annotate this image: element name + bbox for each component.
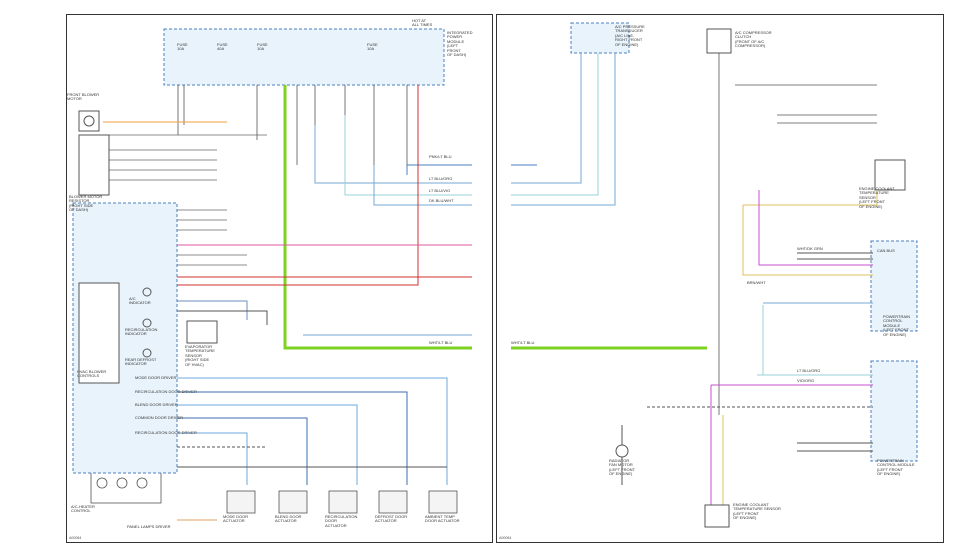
pcm-bottom-label: POWERTRAIN CONTROL MODULE (LEFT FRONT OF… — [877, 458, 915, 477]
wire-label-3: LT BLU/VIO — [429, 188, 451, 193]
door-signal-1: MODE DOOR DRIVER — [135, 375, 177, 380]
radiator-fan-label: RADIATOR FAN MOTOR (LEFT FRONT OF ENGINE… — [609, 458, 635, 477]
wire-label-right-3: LT BLU/ORG — [797, 368, 821, 373]
ac-indicator-label: A/C INDICATOR — [129, 296, 151, 306]
ipm-label: INTEGRATED POWER MODULE (LEFT FRONT OF D… — [447, 30, 473, 58]
actuator-label-2: BLEND DOOR ACTUATOR — [275, 514, 302, 524]
actuator-label-5: AMBIENT TEMP DOOR ACTUATOR — [425, 514, 460, 524]
actuator-label-1: MODE DOOR ACTUATOR — [223, 514, 249, 524]
actuator-label-3: RECIRCULATION DOOR ACTUATOR — [325, 514, 358, 528]
ac-heater-control-label: A/C-HEATER CONTROL — [71, 504, 95, 514]
fuse-label-3: FUSE 10A — [257, 42, 268, 52]
ac-compressor-clutch-label: A/C COMPRESSOR CLUTCH (FRONT OF A/C COMP… — [735, 30, 772, 49]
right-wiring-lines — [511, 22, 918, 528]
hot-at-all-times-label: HOT AT ALL TIMES — [412, 18, 433, 28]
fuse-label-1: FUSE 10A — [177, 42, 188, 52]
pcm-top-label: POWERTRAIN CONTROL MODULE (LEFT FRONT OF… — [883, 314, 911, 337]
blower-resistor-label: BLOWER MOTOR RESISTOR (RIGHT SIDE OF DAS… — [69, 194, 103, 213]
panel-lamps-label: PANEL LAMPS DRIVER — [127, 524, 171, 529]
fuse-label-2: FUSE 40A — [217, 42, 228, 52]
door-signal-3: BLEND DOOR DRIVER — [135, 402, 178, 407]
left-wiring-lines — [72, 28, 472, 521]
wire-label-4: DK BLU/WHT — [429, 198, 454, 203]
blower-motor-label: FRONT BLOWER MOTOR — [67, 92, 100, 102]
actuator-label-4: DEFROST DOOR ACTUATOR — [375, 514, 408, 524]
recirc-indicator-label: RECIRCULATION INDICATOR — [125, 327, 158, 337]
door-signal-5: RECIRCULATION DOOR DRIVER — [135, 430, 197, 435]
wire-label-right-1: WHT/LT BLU — [511, 340, 535, 345]
left-page-code: A00084 — [69, 536, 82, 540]
hvac-controls-label: HVAC BLOWER CONTROLS — [77, 369, 107, 379]
wire-label-right-2: WHT/DK GRN — [797, 246, 823, 251]
ac-pressure-transducer-label: A/C PRESSURE TRANSDUCER (A/C LINE, RIGHT… — [615, 24, 645, 47]
wire-label-5: WHT/LT BLU — [429, 340, 453, 345]
fuse-label-4: FUSE 10A — [367, 42, 378, 52]
right-schematic-sheet: A/C PRESSURE TRANSDUCER (A/C LINE, RIGHT… — [496, 14, 944, 543]
engine-coolant-sensor-bottom-label: ENGINE COOLANT TEMPERATURE SENSOR (LEFT … — [733, 502, 781, 521]
wire-label-right-5: BRN/WHT — [747, 280, 766, 285]
wire-label-2: LT BLU/ORG — [429, 176, 453, 181]
door-signal-2: RECIRCULATION DOOR DRIVER — [135, 389, 197, 394]
rear-defrost-indicator-label: REAR DEFROST INDICATOR — [125, 357, 157, 367]
right-page-code: A00084 — [499, 536, 512, 540]
engine-coolant-sensor-top-label: ENGINE COOLANT TEMPERATURE SENSOR (LEFT … — [859, 186, 895, 209]
evaporator-sensor-label: EVAPORATOR TEMPERATURE SENSOR (RIGHT SID… — [185, 344, 215, 367]
wire-label-right-4: VIO/ORG — [797, 378, 815, 383]
door-signal-4: COMMON DOOR DRIVER — [135, 415, 183, 420]
can-bus-label: CAN BUS — [877, 248, 895, 253]
left-schematic-sheet: HOT AT ALL TIMES INTEGRATED POWER MODULE… — [66, 14, 493, 543]
wire-label-1: PNK/LT BLU — [429, 154, 452, 159]
